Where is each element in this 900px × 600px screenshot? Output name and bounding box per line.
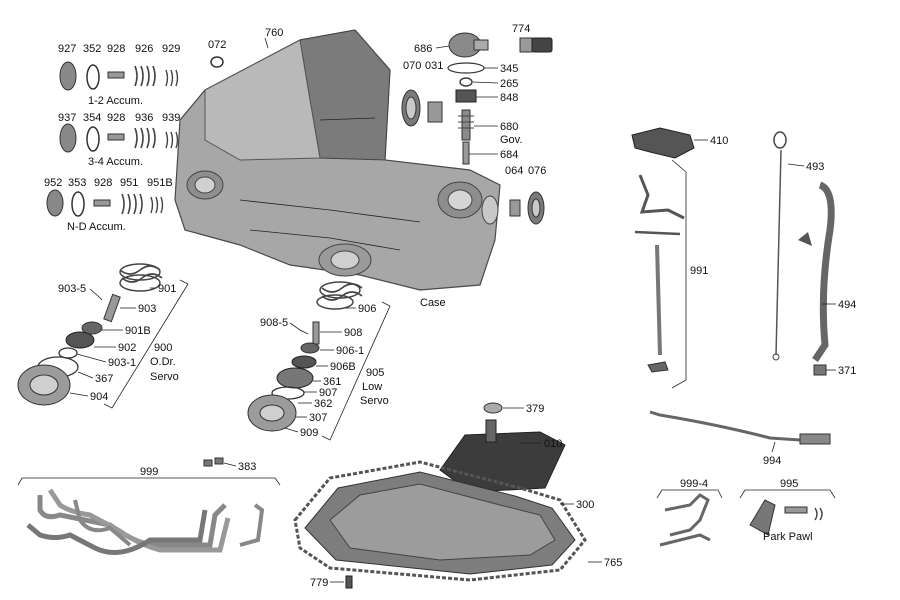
label-901b: 901B: [125, 325, 151, 337]
label-345: 345: [500, 63, 518, 75]
label-779: 779: [310, 577, 328, 589]
label-903-5: 903-5: [58, 283, 86, 295]
label-991: 991: [690, 265, 708, 277]
label-908-5: 908-5: [260, 317, 288, 329]
label-995: 995: [780, 478, 798, 490]
right-linkage-parts: [631, 127, 835, 445]
label-odr: O.Dr.: [150, 356, 176, 368]
label-906-1: 906-1: [336, 345, 364, 357]
accumulator-1-2-parts: [59, 61, 179, 91]
label-352: 352: [83, 43, 101, 55]
accumulator-3-4-parts: [59, 123, 179, 153]
label-951b: 951B: [147, 177, 173, 189]
cooler-lines-photo: [26, 457, 265, 555]
drain-bolt-779: [345, 575, 353, 589]
label-926: 926: [135, 43, 153, 55]
label-494: 494: [838, 299, 856, 311]
label-379: 379: [526, 403, 544, 415]
label-367: 367: [95, 373, 113, 385]
governor-parts: [401, 32, 553, 225]
label-848: 848: [500, 92, 518, 104]
oil-pan-photo: [293, 460, 587, 582]
label-010: 010: [544, 438, 562, 450]
label-903-1: 903-1: [108, 357, 136, 369]
label-903: 903: [138, 303, 156, 315]
low-servo-parts: [247, 281, 363, 432]
label-952: 952: [44, 177, 62, 189]
label-902: 902: [118, 342, 136, 354]
label-accum-3-4: 3-4 Accum.: [88, 156, 143, 168]
label-937: 937: [58, 112, 76, 124]
label-680: 680: [500, 121, 518, 133]
label-900: 900: [154, 342, 172, 354]
label-300: 300: [576, 499, 594, 511]
label-927: 927: [58, 43, 76, 55]
label-928a: 928: [107, 43, 125, 55]
label-064: 064: [505, 165, 523, 177]
label-686: 686: [414, 43, 432, 55]
park-pawl-parts: [659, 493, 823, 547]
label-case: Case: [420, 297, 446, 309]
label-909: 909: [300, 427, 318, 439]
label-031: 031: [425, 60, 443, 72]
label-353: 353: [68, 177, 86, 189]
label-070: 070: [403, 60, 421, 72]
label-servo-1: Servo: [150, 371, 179, 383]
label-493: 493: [806, 161, 824, 173]
label-accum-1-2: 1-2 Accum.: [88, 95, 143, 107]
label-371: 371: [838, 365, 856, 377]
label-904: 904: [90, 391, 108, 403]
label-951: 951: [120, 177, 138, 189]
label-gov: Gov.: [500, 134, 522, 146]
label-928c: 928: [94, 177, 112, 189]
label-410: 410: [710, 135, 728, 147]
label-939: 939: [162, 112, 180, 124]
overdrive-servo-parts: [17, 263, 163, 406]
label-072: 072: [208, 39, 226, 51]
label-906b: 906B: [330, 361, 356, 373]
label-servo-2: Servo: [360, 395, 389, 407]
label-901: 901: [158, 283, 176, 295]
label-383: 383: [238, 461, 256, 473]
label-accum-n-d: N-D Accum.: [67, 221, 126, 233]
label-999: 999: [140, 466, 158, 478]
label-354: 354: [83, 112, 101, 124]
label-265: 265: [500, 78, 518, 90]
label-999-4: 999-4: [680, 478, 708, 490]
label-760: 760: [265, 27, 283, 39]
label-362: 362: [314, 398, 332, 410]
label-076: 076: [528, 165, 546, 177]
label-907: 907: [319, 387, 337, 399]
label-361: 361: [323, 376, 341, 388]
label-905: 905: [366, 367, 384, 379]
label-307: 307: [309, 412, 327, 424]
label-906: 906: [358, 303, 376, 315]
label-908: 908: [344, 327, 362, 339]
label-774: 774: [512, 23, 530, 35]
label-low: Low: [362, 381, 382, 393]
transmission-case-photo: [174, 29, 501, 291]
label-928b: 928: [107, 112, 125, 124]
label-park-pawl: Park Pawl: [763, 531, 813, 543]
label-994: 994: [763, 455, 781, 467]
label-936: 936: [135, 112, 153, 124]
label-929: 929: [162, 43, 180, 55]
label-684: 684: [500, 149, 518, 161]
accumulator-n-d-parts: [46, 189, 164, 217]
seal-072: [210, 56, 224, 68]
label-765: 765: [604, 557, 622, 569]
filter-photo: [439, 402, 566, 493]
